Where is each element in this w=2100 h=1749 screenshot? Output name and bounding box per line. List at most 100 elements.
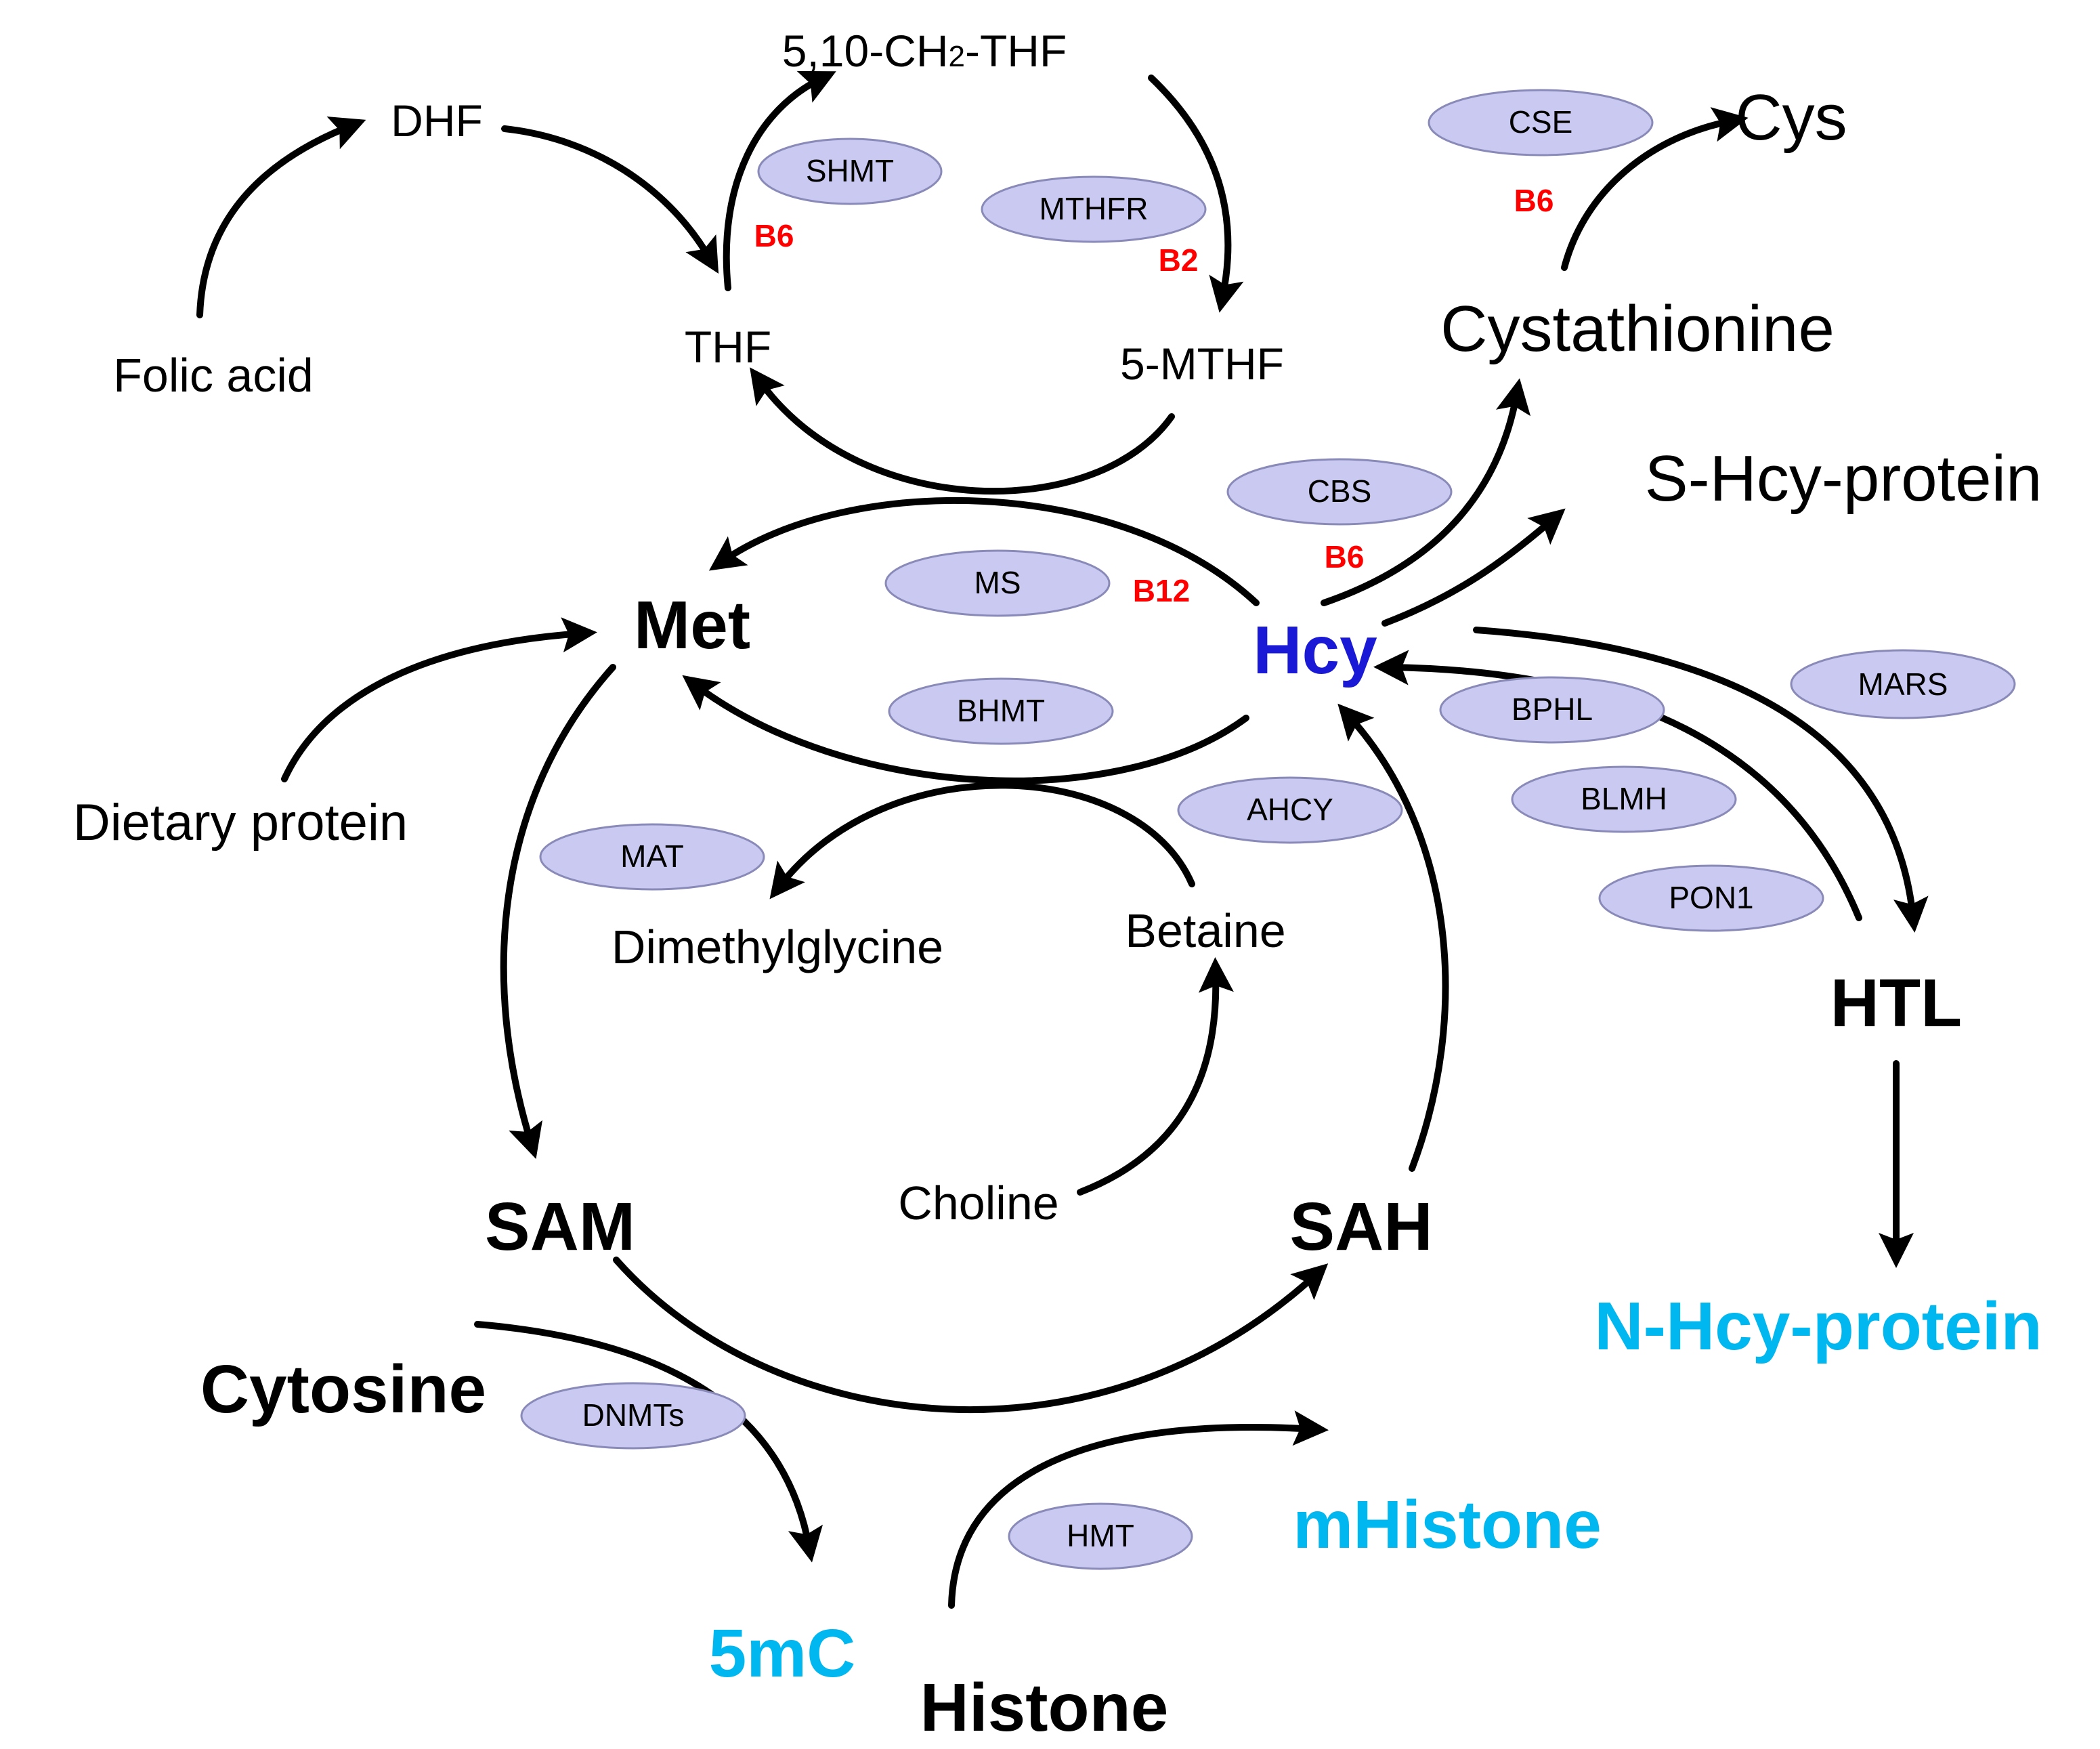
- arrow-cystathionine-to-cys-head: [1710, 107, 1749, 142]
- metabolite-s-hcy-protein: S-Hcy-protein: [1645, 442, 2042, 515]
- metabolite-dimethylglycine: Dimethylglycine: [612, 921, 943, 973]
- metabolite-mhistone: mHistone: [1293, 1487, 1602, 1563]
- metabolite-sah: SAH: [1289, 1189, 1432, 1265]
- arrow-hcy-to-htl: [1473, 627, 1916, 921]
- metabolite-sam: SAM: [485, 1189, 635, 1265]
- arrow-choline-to-betaine-head: [1198, 957, 1234, 993]
- metabolite-5mc: 5mC: [709, 1616, 856, 1691]
- arrow-thf-to-ch2thf: [723, 75, 826, 291]
- arrow-betaine-to-dmg: [775, 782, 1195, 891]
- enzyme-hmt: HMT: [1008, 1502, 1193, 1570]
- arrow-betaine-to-dmg-head: [769, 860, 805, 900]
- enzyme-cse: CSE: [1428, 89, 1654, 156]
- arrow-cystathionine-to-cys: [1561, 117, 1737, 271]
- arrow-hcy-to-htl-head: [1893, 895, 1929, 933]
- arrow-met-to-sam-head: [509, 1120, 542, 1159]
- metabolite-cytosine: Cytosine: [200, 1351, 486, 1427]
- cofactor-group: B6 B2 B6 B6 B12: [754, 183, 1554, 608]
- enzyme-cse-label: CSE: [1509, 104, 1573, 140]
- cofactor-b6-cse: B6: [1514, 183, 1554, 218]
- enzyme-pon1: PON1: [1598, 864, 1824, 932]
- arrow-sam-to-sah: [613, 1257, 1321, 1414]
- enzyme-bhmt-label: BHMT: [957, 693, 1045, 728]
- enzyme-pon1-label: PON1: [1669, 880, 1753, 915]
- arrow-folic-to-dhf: [196, 122, 356, 318]
- arrow-met-to-sam: [500, 664, 616, 1148]
- arrow-sam-to-sah-head: [1290, 1263, 1329, 1301]
- metabolite-n-hcy-protein: N-Hcy-protein: [1594, 1288, 2042, 1364]
- enzyme-blmh: BLMH: [1511, 765, 1737, 833]
- arrow-dhf-to-thf: [501, 125, 714, 264]
- enzyme-cbs-label: CBS: [1308, 473, 1372, 509]
- metabolite-ch2thf: 5,10-CH2-THF: [782, 26, 1067, 76]
- metabolite-dhf: DHF: [391, 96, 483, 146]
- metabolite-folic-acid: Folic acid: [113, 349, 314, 402]
- arrow-htl-to-nhcy-head: [1879, 1233, 1914, 1268]
- arrow-hcy-to-cystathionine: [1321, 389, 1520, 606]
- arrow-thf-to-ch2thf-head: [796, 70, 836, 103]
- metabolite-met: Met: [634, 587, 750, 663]
- arrow-histone-to-mhistone-head: [1292, 1410, 1329, 1446]
- arrow-hcy-to-met-bottom: [691, 681, 1249, 784]
- enzyme-dnmts: DNMTs: [520, 1382, 746, 1450]
- metabolite-cystathionine: Cystathionine: [1440, 293, 1835, 365]
- enzyme-mat: MAT: [539, 823, 765, 891]
- enzyme-blmh-label: BLMH: [1581, 781, 1667, 816]
- arrow-hcy-to-met-top-head: [708, 536, 748, 571]
- metabolite-hcy: Hcy: [1253, 612, 1377, 688]
- metabolite-group: DHF 5,10-CH2-THF THF 5-MTHF Folic acid C…: [73, 26, 2042, 1746]
- metabolite-5mthf: 5-MTHF: [1120, 339, 1284, 389]
- enzyme-mars: MARS: [1790, 649, 2016, 719]
- reaction-arrows: [196, 75, 1916, 1609]
- ch2thf-prefix: 5,10-CH: [782, 26, 949, 76]
- arrow-htl-to-hcy-head: [1373, 650, 1409, 686]
- enzyme-ms-label: MS: [974, 565, 1021, 600]
- enzyme-hmt-label: HMT: [1067, 1518, 1134, 1553]
- enzyme-bphl: BPHL: [1439, 676, 1665, 744]
- enzyme-mars-label: MARS: [1858, 667, 1948, 702]
- cofactor-b6-shmt: B6: [754, 218, 794, 253]
- metabolite-htl: HTL: [1830, 965, 1962, 1041]
- metabolite-choline: Choline: [898, 1177, 1058, 1229]
- arrow-mthf-to-thf-head: [750, 367, 785, 406]
- arrow-hcy-to-shcy-head: [1527, 508, 1566, 545]
- enzyme-bphl-label: BPHL: [1512, 692, 1593, 727]
- enzyme-ahcy-label: AHCY: [1247, 792, 1333, 827]
- arrow-ch2thf-to-mthf-head: [1209, 274, 1244, 313]
- enzyme-mthfr: MTHFR: [981, 175, 1207, 243]
- enzyme-ahcy: AHCY: [1177, 776, 1403, 844]
- enzyme-shmt-label: SHMT: [806, 153, 894, 188]
- arrow-choline-to-betaine: [1077, 969, 1220, 1196]
- enzyme-mthfr-label: MTHFR: [1040, 191, 1149, 226]
- cofactor-b2-mthfr: B2: [1159, 243, 1199, 278]
- enzyme-dnmts-label: DNMTs: [582, 1397, 685, 1433]
- enzyme-shmt: SHMT: [757, 138, 943, 205]
- arrow-mthf-to-thf: [755, 376, 1175, 495]
- arrow-cytosine-to-5mc-head: [788, 1524, 823, 1563]
- arrow-sah-to-hcy-head: [1337, 703, 1375, 742]
- arrow-dietary-to-met-head: [561, 617, 597, 653]
- arrow-folic-to-dhf-head: [326, 117, 366, 150]
- arrow-hcy-to-met-bottom-head: [682, 675, 721, 711]
- arrow-dhf-to-thf-head: [685, 234, 719, 274]
- arrowheads: [326, 70, 1929, 1563]
- enzyme-ms: MS: [884, 549, 1111, 617]
- metabolite-betaine: Betaine: [1125, 904, 1285, 957]
- metabolite-histone: Histone: [920, 1670, 1169, 1746]
- arrow-ch2thf-to-mthf: [1148, 75, 1232, 301]
- ch2thf-suffix: -THF: [965, 26, 1067, 76]
- arrow-dietary-to-met: [281, 630, 586, 782]
- cofactor-b6-cbs: B6: [1325, 539, 1365, 574]
- arrow-htl-to-hcy: [1385, 664, 1862, 921]
- metabolite-dietary-protein: Dietary protein: [73, 794, 408, 851]
- enzyme-bhmt: BHMT: [888, 677, 1114, 745]
- enzyme-cbs: CBS: [1226, 458, 1453, 526]
- ch2thf-subscript: 2: [949, 40, 965, 73]
- metabolite-thf: THF: [685, 322, 771, 372]
- arrow-sah-to-hcy: [1344, 711, 1449, 1172]
- metabolite-cys: Cys: [1735, 81, 1847, 154]
- arrow-hcy-to-cystathionine-head: [1496, 378, 1531, 417]
- arrow-hcy-to-shcy: [1381, 515, 1558, 627]
